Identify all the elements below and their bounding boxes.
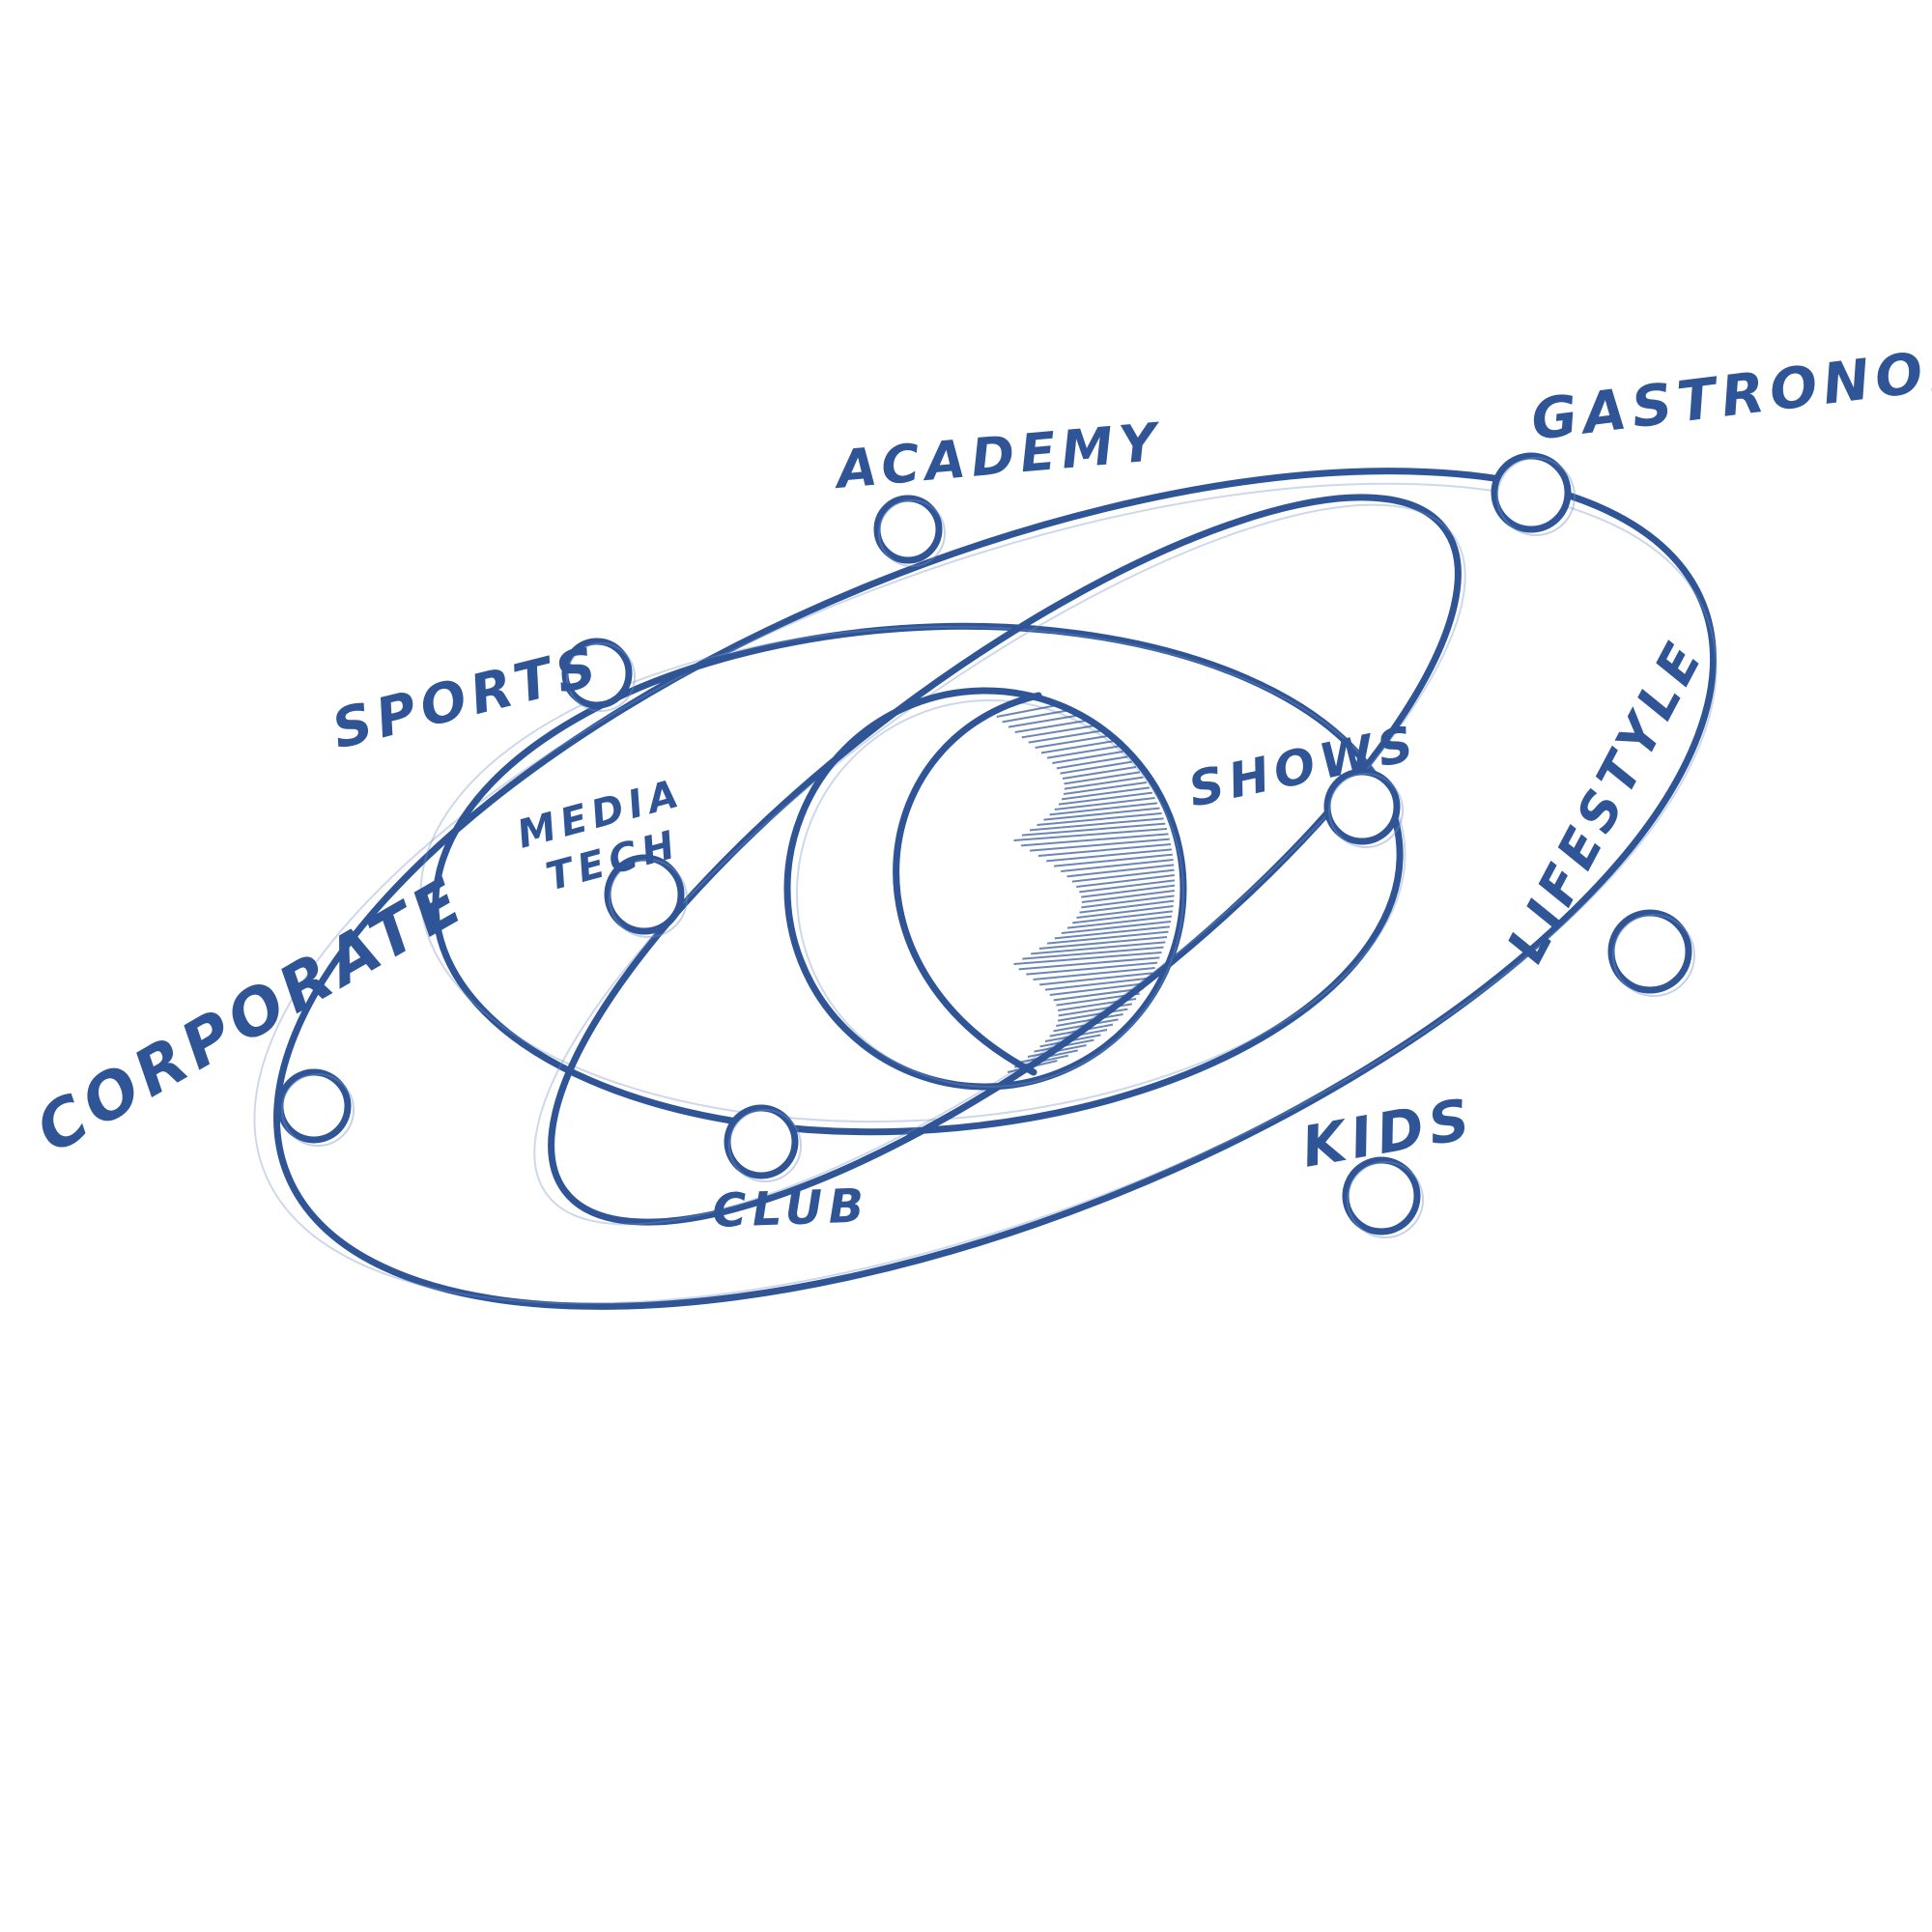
shading-stroke <box>1013 952 1162 965</box>
shading-stroke <box>1028 729 1101 744</box>
shading-stroke <box>1076 874 1175 888</box>
shading-stroke <box>1061 859 1174 872</box>
node-corporate <box>276 1068 352 1144</box>
shading-stroke <box>1052 751 1123 764</box>
node-kids <box>1342 1156 1421 1236</box>
shading-stroke <box>1037 843 1172 857</box>
shading-stroke <box>1058 998 1137 1011</box>
shading-stroke <box>1039 972 1152 986</box>
label-gastronomy: GASTRONOMY <box>1527 326 1932 453</box>
shading-stroke <box>1046 745 1119 759</box>
shading-stroke <box>996 704 1058 718</box>
outer-orbit <box>253 468 1718 1310</box>
node-sports <box>561 638 633 709</box>
shading-stroke <box>1021 822 1166 837</box>
node-club <box>724 1104 799 1179</box>
shading-stroke <box>1049 982 1147 996</box>
shading-stroke <box>1021 724 1094 739</box>
shading-stroke <box>1053 1018 1119 1033</box>
shading-stroke <box>1013 828 1168 841</box>
shading-stroke <box>1031 941 1166 955</box>
shading-stroke <box>1056 755 1128 770</box>
shading-stroke <box>1037 812 1162 826</box>
shading-stroke <box>1021 833 1169 847</box>
shading-stroke <box>1064 776 1144 790</box>
shading-stroke <box>1061 921 1172 934</box>
shading-stroke <box>1018 956 1160 971</box>
shading-stroke <box>1033 967 1155 980</box>
shading-stroke <box>1029 817 1164 832</box>
shading-stroke <box>1044 977 1151 991</box>
shading-stroke <box>1060 760 1133 775</box>
shading-stroke <box>1057 1008 1128 1022</box>
label-corporate: CORPORATE <box>24 862 479 1167</box>
orbit-nodes <box>276 452 1695 1238</box>
shading-stroke <box>1066 864 1175 878</box>
shading-stroke <box>1014 720 1087 733</box>
shading-stroke <box>1061 786 1151 801</box>
shading-stroke <box>1049 802 1158 816</box>
shading-stroke <box>1035 735 1108 749</box>
node-academy <box>873 495 943 564</box>
shading-stroke <box>1029 838 1170 852</box>
shading-stroke <box>1079 899 1175 914</box>
shading-stroke <box>1013 1054 1069 1068</box>
shading-stroke <box>1058 1003 1133 1017</box>
shading-stroke <box>1071 868 1175 883</box>
shading-stroke <box>1053 853 1173 867</box>
shading-stroke <box>1027 1044 1087 1058</box>
label-club: CLUB <box>711 1179 870 1238</box>
shading-stroke <box>1026 961 1158 976</box>
shading-stroke <box>1046 848 1173 863</box>
shading-stroke <box>1081 884 1176 898</box>
node-shows <box>1323 768 1401 845</box>
shading-stroke <box>1039 1034 1101 1048</box>
node-gastronomy <box>1491 452 1572 533</box>
shading-stroke <box>1046 930 1169 945</box>
label-academy: ACADEMY <box>831 412 1165 501</box>
shading-stroke <box>1079 879 1176 894</box>
label-kids: KIDS <box>1297 1085 1481 1179</box>
shading-stroke <box>1058 791 1153 806</box>
shading-stroke <box>1053 987 1144 1002</box>
shading-stroke <box>1062 766 1137 780</box>
shading-stroke <box>1081 895 1175 909</box>
shading-stroke <box>1054 797 1155 810</box>
shading-stroke <box>1034 1038 1094 1053</box>
shading-stroke <box>1040 740 1114 754</box>
sphere-shading <box>996 704 1176 1073</box>
node-media-tech <box>604 854 685 935</box>
central-sphere <box>783 687 1187 1091</box>
shading-stroke <box>1063 781 1147 795</box>
shading-stroke <box>1020 1049 1078 1064</box>
middle-orbit <box>419 622 1406 1136</box>
shading-stroke <box>1054 925 1170 940</box>
node-lifestyle <box>1607 909 1692 994</box>
shading-stroke <box>1008 714 1078 728</box>
label-lifestyle: LIFESTYLE <box>1495 629 1717 972</box>
shading-stroke <box>1081 890 1175 903</box>
shading-stroke <box>1056 992 1141 1007</box>
shading-stroke <box>1022 946 1164 960</box>
shading-stroke <box>1043 807 1160 821</box>
shading-stroke <box>1072 910 1173 924</box>
shading-stroke <box>1056 1013 1123 1027</box>
shading-stroke <box>1049 1023 1114 1037</box>
shading-stroke <box>1038 936 1168 950</box>
shading-stroke <box>1007 1060 1058 1073</box>
shading-stroke <box>1044 1029 1108 1042</box>
shading-stroke <box>1066 915 1173 929</box>
shading-stroke <box>1076 905 1174 919</box>
shading-stroke <box>1064 771 1141 785</box>
shading-stroke <box>1002 709 1069 724</box>
